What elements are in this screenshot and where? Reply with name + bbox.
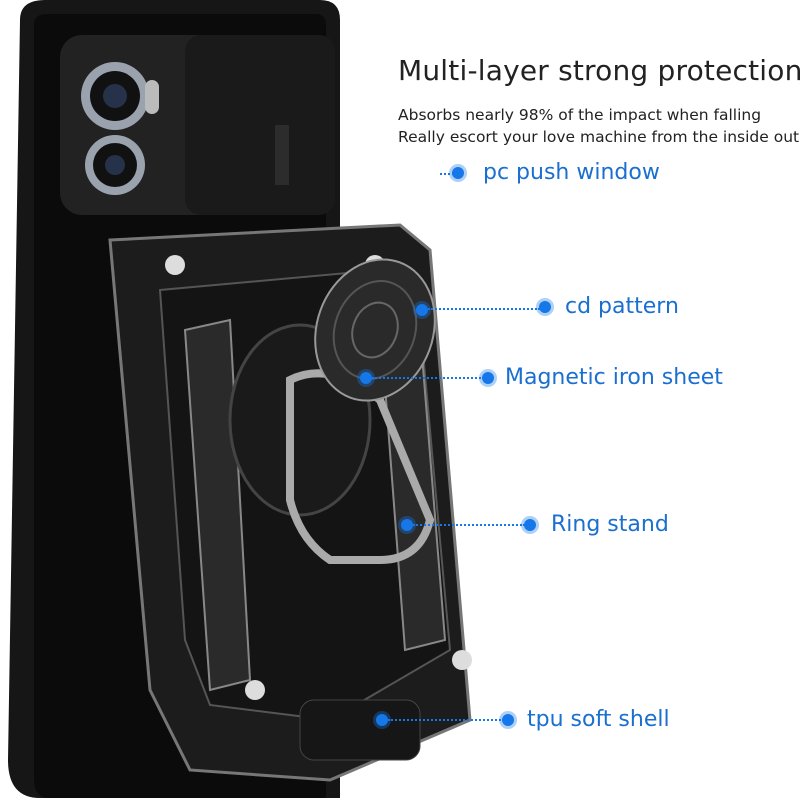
callout-ring-stand: Ring stand	[551, 512, 669, 537]
callout-dot	[482, 372, 494, 384]
callout-dot	[376, 714, 388, 726]
leader-line	[372, 377, 484, 379]
callout-cd-pattern: cd pattern	[565, 294, 679, 319]
callout-magnetic-iron-sheet: Magnetic iron sheet	[505, 365, 723, 390]
subtitle-line-2: Really escort your love machine from the…	[398, 128, 800, 146]
callout-dot	[360, 372, 372, 384]
callout-dot	[401, 519, 413, 531]
leader-line	[388, 719, 504, 721]
leader-line	[440, 173, 454, 175]
heading: Multi-layer strong protection	[398, 54, 800, 87]
callout-pc-push-window: pc push window	[483, 160, 660, 185]
callout-dot	[539, 301, 551, 313]
callout-dot	[502, 714, 514, 726]
subtitle-line-1: Absorbs nearly 98% of the impact when fa…	[398, 106, 762, 124]
push-window-slider	[185, 35, 335, 215]
callout-dot	[416, 304, 428, 316]
leader-line	[428, 308, 540, 310]
leader-line	[413, 524, 525, 526]
callout-tpu-soft-shell: tpu soft shell	[527, 707, 670, 732]
callout-dot	[524, 519, 536, 531]
callout-dot	[452, 167, 464, 179]
